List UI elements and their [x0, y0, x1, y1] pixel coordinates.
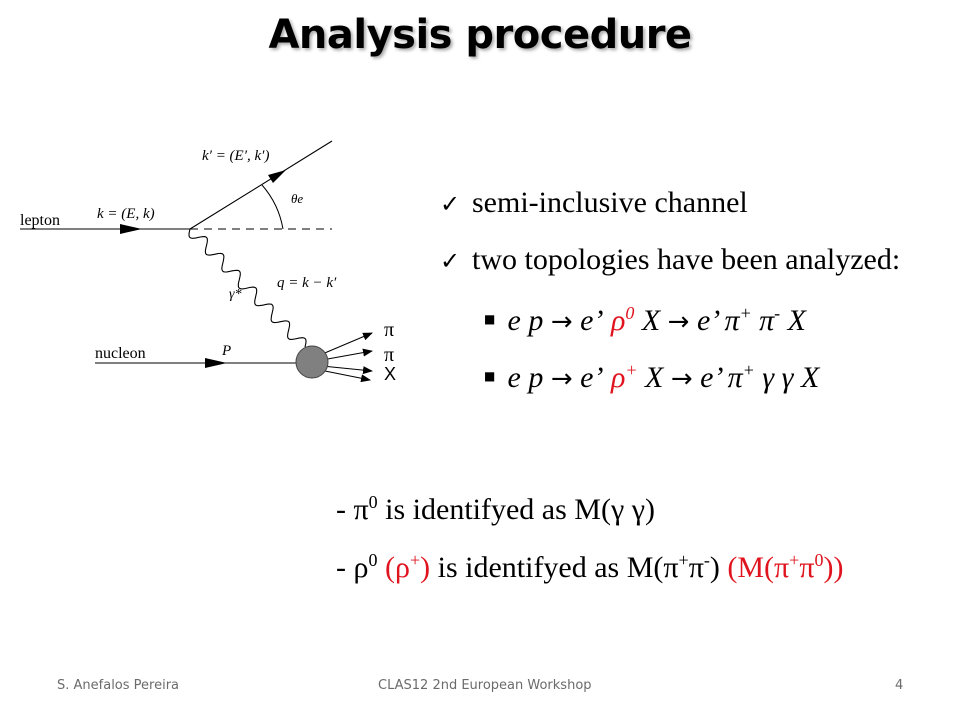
product-pi-2-label: π [384, 344, 394, 366]
q-label: q = k − k′ [277, 275, 337, 291]
reaction-tail: π- X [759, 303, 806, 337]
nucleon-arrow [205, 358, 227, 368]
rho0-symbol: ρ0 [353, 550, 378, 584]
reaction-tail: γ γ X [762, 361, 820, 394]
lepton-arrow [120, 224, 142, 234]
arrow-icon: → [670, 364, 693, 394]
product-pi-1-label: π [384, 319, 394, 341]
check-icon: ✓ [440, 190, 461, 218]
footer-page-number: 4 [895, 678, 904, 693]
bullet-text: semi-inclusive channel [472, 186, 748, 219]
footer-author: S. Anefalos Pereira [57, 678, 180, 693]
reaction-rho0: ■ e p → e’ ρ0 X → e’ π+ π- X [484, 301, 806, 343]
note-rho: - ρ0 (ρ+) is identifyed as M(π+π-) (M(π+… [336, 548, 843, 588]
note-pi0: - π0 is identifyed as M(γ γ) [336, 490, 655, 530]
rhoplus-symbol: (ρ+) [384, 550, 431, 584]
note-text: is identifyed as M(π+π-) [437, 550, 720, 584]
square-bullet-icon: ■ [484, 312, 496, 327]
slide-title: Analysis procedure [268, 12, 692, 58]
bullet-text: two topologies have been analyzed: [472, 243, 901, 276]
product-line-3 [321, 365, 373, 375]
p-label: P [221, 343, 231, 359]
theta-label: θe [291, 191, 303, 206]
kprime-label: k′ = (E′, k′) [202, 148, 269, 164]
reaction-lhs: e p [507, 304, 544, 337]
rho-symbol: ρ0 [610, 303, 635, 337]
reaction-rhoplus: ■ e p → e’ ρ+ X → e’ π+ γ γ X [484, 358, 819, 400]
dash: - [336, 551, 346, 584]
check-icon: ✓ [440, 247, 461, 275]
dash: - [336, 493, 346, 526]
bullet-item-semi-inclusive: ✓ semi-inclusive channel [440, 183, 748, 224]
reaction-products: e’ π+ [700, 360, 755, 394]
angle-arc [261, 184, 284, 230]
hadronic-blob [295, 345, 329, 379]
scattered-lepton-line [189, 140, 333, 230]
arrow-icon: → [550, 364, 573, 394]
photon-wavy-line [188, 228, 307, 348]
bullet-item-topologies: ✓ two topologies have been analyzed: [440, 240, 900, 281]
reaction-x: X [645, 361, 664, 394]
reaction-products: e’ π+ [696, 303, 752, 337]
reaction-e-prime: e’ [580, 361, 604, 394]
scattered-lepton-arrow [268, 170, 286, 183]
gamma-label: γ* [229, 287, 242, 302]
product-line-1 [319, 332, 373, 356]
reaction-e-prime: e’ [580, 304, 604, 337]
k-label: k = (E, k) [97, 206, 155, 222]
footer-event: CLAS12 2nd European Workshop [378, 678, 592, 693]
rho-symbol: ρ+ [610, 360, 638, 394]
lepton-label: lepton [20, 212, 60, 229]
note-text: is identifyed as M(γ γ) [385, 493, 655, 526]
arrow-icon: → [667, 307, 690, 337]
pi0-symbol: π0 [353, 492, 378, 526]
product-line-2 [321, 348, 373, 361]
reaction-x: X [641, 304, 661, 337]
product-line-4 [319, 369, 371, 383]
note-red-mass: (M(π+π0)) [727, 550, 844, 584]
nucleon-label: nucleon [95, 345, 146, 362]
arrow-icon: → [550, 307, 573, 337]
reaction-lhs: e p [507, 361, 544, 394]
feynman-diagram: lepton k = (E, k) k′ = (E′, k′) θe q = k… [20, 140, 396, 384]
product-x-label: X [384, 364, 396, 384]
square-bullet-icon: ■ [484, 369, 496, 384]
